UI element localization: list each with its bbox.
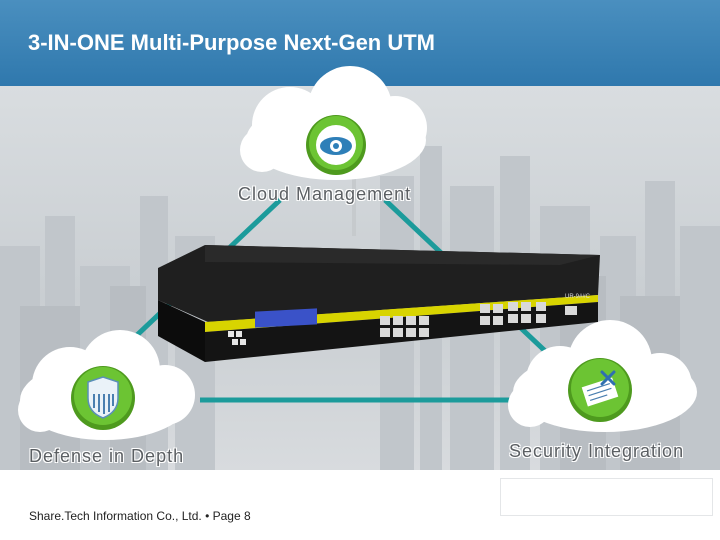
- utm-device: UR-9##C: [158, 245, 600, 362]
- label-defense-in-depth: Defense in Depth: [29, 446, 185, 466]
- eye-icon: [306, 115, 366, 175]
- lan-ports: [380, 302, 577, 337]
- footer-box: [500, 478, 713, 516]
- slide-title: 3-IN-ONE Multi-Purpose Next-Gen UTM: [28, 30, 436, 55]
- shield-icon: [71, 366, 135, 430]
- footer-text: Share.Tech Information Co., Ltd. • Page …: [29, 509, 251, 523]
- document-check-icon: [568, 358, 632, 422]
- device-model-label: UR-9##C: [565, 294, 591, 300]
- label-cloud-management: Cloud Management: [238, 184, 412, 204]
- label-security-integration: Security Integration: [509, 441, 685, 461]
